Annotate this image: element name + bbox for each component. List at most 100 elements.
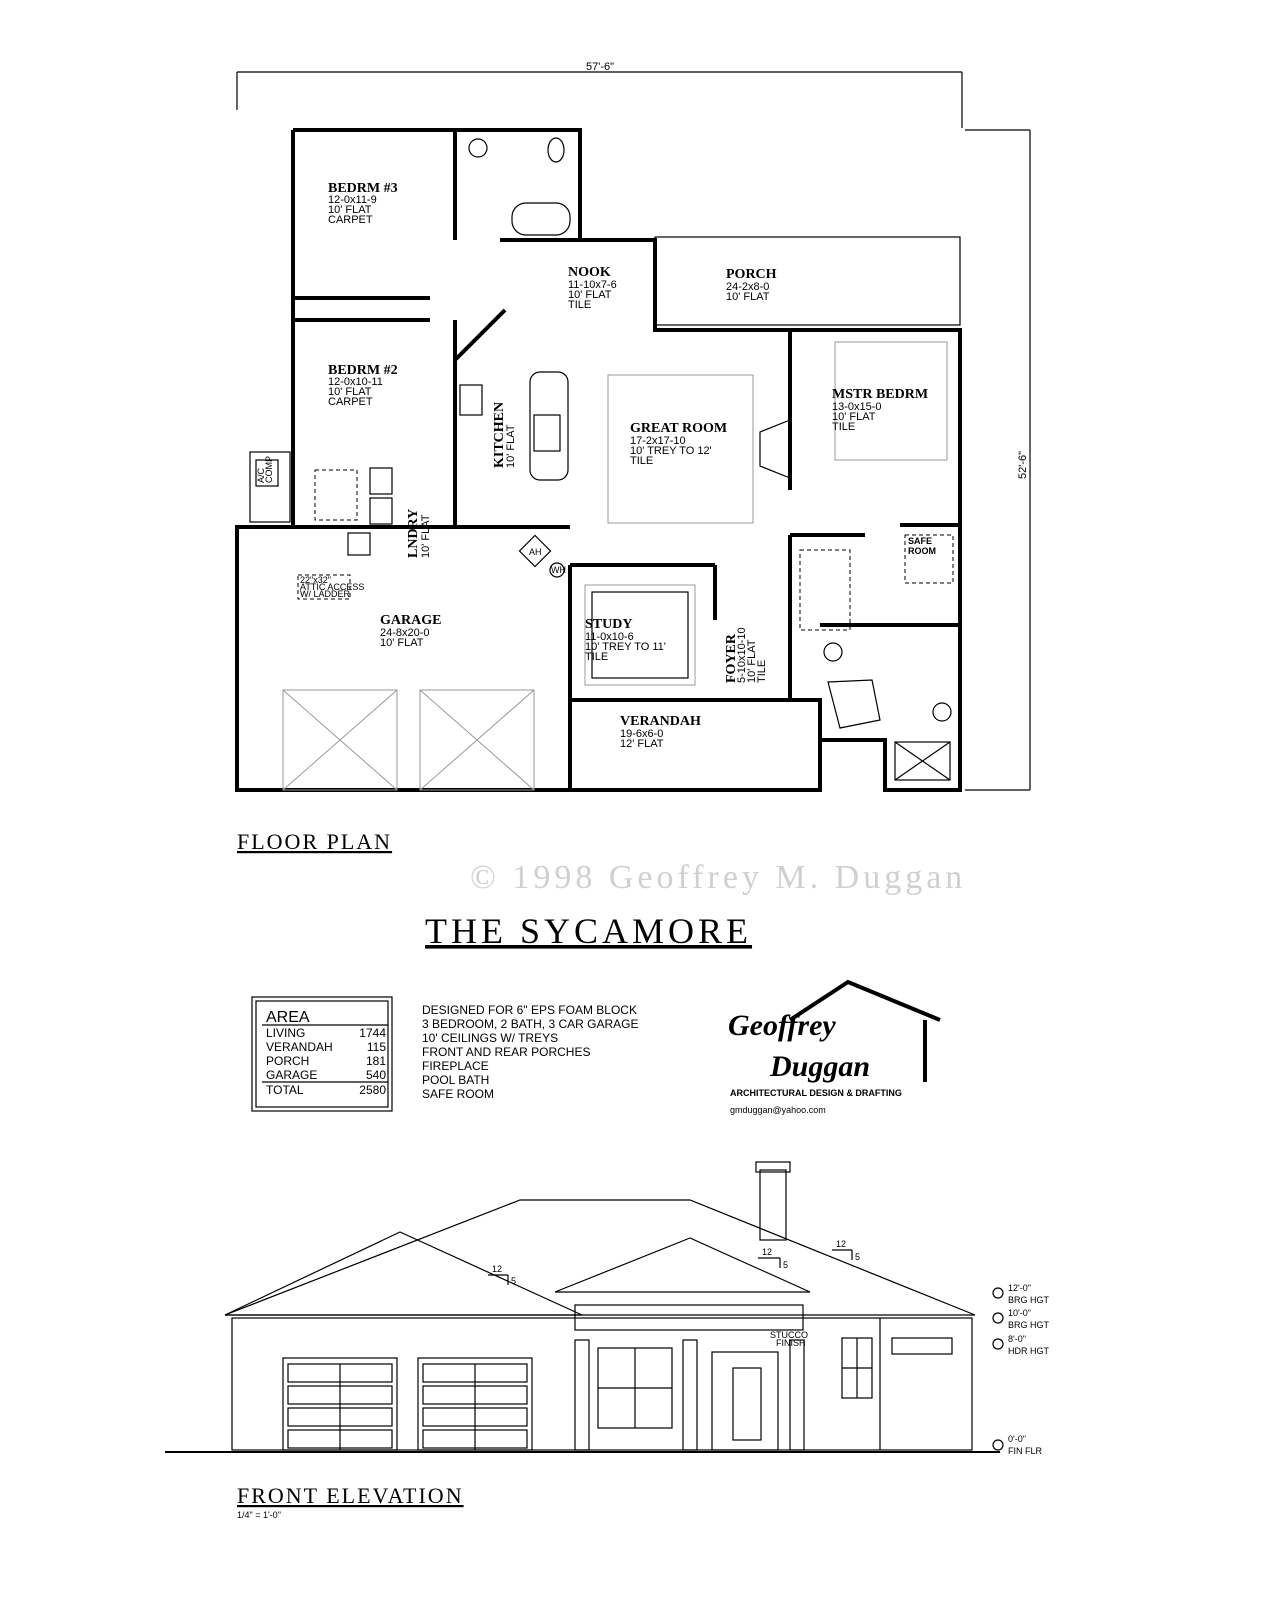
svg-text:10' FLAT: 10' FLAT [746,639,758,683]
svg-text:GREAT ROOM: GREAT ROOM [630,421,727,436]
room-label-bedrm-2: BEDRM #2 12-0x10-11 10' FLAT CARPET [328,363,398,408]
svg-text:17-2x17-10: 17-2x17-10 [630,435,686,447]
svg-text:10' FLAT: 10' FLAT [328,204,372,216]
svg-text:5: 5 [511,1276,516,1286]
garage-door-left [282,1357,398,1451]
level-10: 10'-0"BRG HGT [992,1308,1050,1330]
svg-text:TILE: TILE [630,455,653,467]
safe-room-label: SAFE ROOM [908,536,936,556]
room-label-kitchen: KITCHEN 10' FLAT [492,402,517,468]
svg-text:PORCH: PORCH [726,267,777,282]
area-heading: AREA [266,1009,310,1026]
svg-text:10' FLAT: 10' FLAT [505,424,517,468]
roof-pitch-left: 12 5 [488,1264,516,1286]
svg-text:DESIGNED FOR 6" EPS FOAM BLOCK: DESIGNED FOR 6" EPS FOAM BLOCK [422,1003,637,1017]
svg-text:POOL BATH: POOL BATH [422,1073,489,1087]
svg-text:ARCHITECTURAL DESIGN & DRAFTIN: ARCHITECTURAL DESIGN & DRAFTING [730,1088,902,1098]
svg-text:SAFE ROOM: SAFE ROOM [422,1087,494,1101]
level-0: 0'-0"FIN FLR [992,1434,1043,1456]
room-label-bedrm-3: BEDRM #3 12-0x11-9 10' FLAT CARPET [328,181,398,226]
room-label-study: STUDY 11-0x10-6 10' TREY TO 11' TILE [585,617,666,663]
width-dimension-label: 57'-6" [586,61,614,73]
svg-text:CARPET: CARPET [328,214,373,226]
room-label-porch: PORCH 24-2x8-0 10' FLAT [726,267,777,303]
svg-text:11-0x10-6: 11-0x10-6 [585,631,634,643]
svg-text:NOOK: NOOK [568,265,611,280]
svg-text:10' TREY TO 12': 10' TREY TO 12' [630,445,712,457]
svg-text:GARAGE: GARAGE [380,613,441,628]
svg-text:Geoffrey: Geoffrey [728,1009,836,1042]
svg-text:5-10x10-10: 5-10x10-10 [736,627,748,683]
svg-text:115: 115 [367,1040,386,1054]
level-12: 12'-0" BRG HGT [992,1283,1050,1305]
features-list: DESIGNED FOR 6" EPS FOAM BLOCK 3 BEDROOM… [422,1003,639,1101]
svg-text:TILE: TILE [756,660,768,683]
svg-text:KITCHEN: KITCHEN [492,402,507,468]
svg-text:10' FLAT: 10' FLAT [832,411,876,423]
svg-text:FINISH: FINISH [776,1338,806,1348]
svg-text:11-10x7-6: 11-10x7-6 [568,279,617,291]
svg-text:ATTIC ACCESS: ATTIC ACCESS [300,582,364,592]
svg-text:FIN FLR: FIN FLR [1008,1446,1043,1456]
roof-pitch-right: 125 [832,1239,860,1262]
svg-text:2580: 2580 [359,1083,386,1097]
svg-text:19-6x6-0: 19-6x6-0 [620,728,663,740]
svg-text:24-8x20-0: 24-8x20-0 [380,627,430,639]
svg-text:10' FLAT: 10' FLAT [420,514,432,558]
svg-text:VERANDAH: VERANDAH [620,714,701,729]
svg-text:VERANDAH: VERANDAH [266,1040,333,1054]
svg-text:5: 5 [855,1252,860,1262]
svg-text:STUDY: STUDY [585,617,632,632]
dimension-width: 57'-6" [236,61,963,128]
floor-plan [235,128,962,792]
svg-text:A/C: A/C [256,467,266,483]
air-handler-label: AH [529,547,542,557]
svg-text:1744: 1744 [359,1026,386,1040]
svg-text:HDR HGT: HDR HGT [1008,1346,1049,1356]
room-label-master-bedroom: MSTR BEDRM 13-0x15-0 10' FLAT TILE [832,387,928,433]
svg-text:8'-0": 8'-0" [1008,1334,1026,1344]
svg-text:PORCH: PORCH [266,1054,309,1068]
svg-text:13-0x15-0: 13-0x15-0 [832,401,882,413]
svg-text:BRG HGT: BRG HGT [1008,1320,1050,1330]
stucco-note: STUCCO [770,1330,808,1340]
svg-text:gmduggan@yahoo.com: gmduggan@yahoo.com [730,1105,826,1115]
room-label-verandah: VERANDAH 19-6x6-0 12' FLAT [620,714,701,750]
front-elevation-title: FRONT ELEVATION [237,1483,464,1508]
svg-text:24-2x8-0: 24-2x8-0 [726,281,769,293]
svg-text:10' FLAT: 10' FLAT [380,637,424,649]
attic-access-label: 22"x32" ATTIC ACCESS W/ LADDER [300,575,364,599]
elevation-scale: 1/4" = 1'-0" [237,1510,281,1520]
svg-text:GARAGE: GARAGE [266,1068,317,1082]
floor-plan-title: FLOOR PLAN [237,829,392,854]
ac-comp-label: A/C COMP [256,456,274,483]
svg-text:12'-0": 12'-0" [1008,1283,1031,1293]
svg-text:12-0x11-9: 12-0x11-9 [328,194,377,206]
svg-text:3 BEDROOM, 2 BATH, 3 CAR GARAG: 3 BEDROOM, 2 BATH, 3 CAR GARAGE [422,1017,639,1031]
svg-text:22"x32": 22"x32" [300,575,331,585]
plan-name-title: THE SYCAMORE [425,911,752,951]
svg-text:12: 12 [492,1264,502,1274]
designer-logo: Geoffrey Duggan ARCHITECTURAL DESIGN & D… [728,979,941,1115]
room-label-foyer: FOYER 5-10x10-10 10' FLAT TILE [724,627,768,683]
svg-text:COMP: COMP [264,456,274,483]
svg-text:FRONT AND REAR PORCHES: FRONT AND REAR PORCHES [422,1045,590,1059]
room-label-garage: GARAGE 24-8x20-0 10' FLAT [380,613,441,649]
svg-text:12: 12 [762,1247,772,1257]
svg-text:CARPET: CARPET [328,396,373,408]
room-label-laundry: LNDRY 10' FLAT [406,509,432,558]
water-heater-label: WH [551,565,566,575]
svg-text:10' FLAT: 10' FLAT [328,386,372,398]
svg-text:10' FLAT: 10' FLAT [726,291,770,303]
level-8: 8'-0" HDR HGT [992,1334,1049,1356]
svg-text:TOTAL: TOTAL [266,1083,304,1097]
svg-text:LNDRY: LNDRY [406,509,421,558]
svg-text:5: 5 [783,1260,788,1270]
svg-text:BRG HGT: BRG HGT [1008,1295,1050,1305]
svg-text:12-0x10-11: 12-0x10-11 [328,376,383,388]
svg-text:FIREPLACE: FIREPLACE [422,1059,489,1073]
svg-text:BEDRM #3: BEDRM #3 [328,181,398,196]
svg-text:TILE: TILE [585,651,608,663]
svg-text:Duggan: Duggan [769,1050,870,1083]
svg-text:MSTR BEDRM: MSTR BEDRM [832,387,928,402]
